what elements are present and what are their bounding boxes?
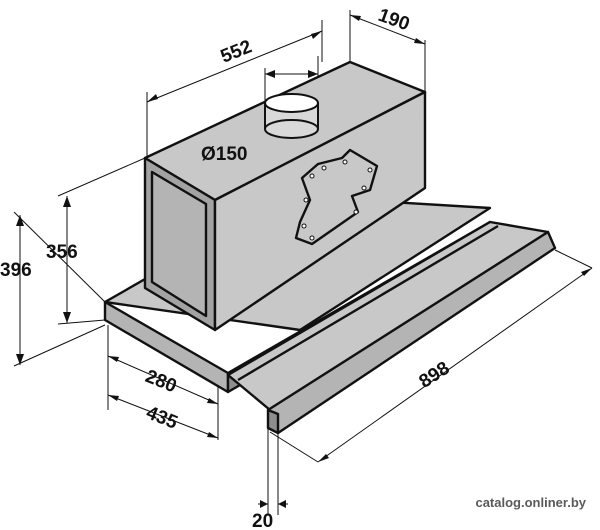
dim-depth-outer-label: 435 — [143, 402, 181, 434]
watermark: catalog.onliner.by — [469, 493, 592, 512]
hood-body — [103, 60, 557, 435]
dimension-lines — [16, 14, 593, 508]
dim-length-label: 898 — [416, 358, 454, 393]
dim-depth-top-label: 190 — [375, 5, 412, 36]
rivets — [301, 159, 373, 241]
dim-width-label: 552 — [218, 36, 255, 67]
dim-depth-inner-label: 280 — [142, 366, 179, 397]
duct-collar — [264, 93, 319, 139]
dim-front-label: 20 — [252, 511, 273, 530]
motor-box-front-inset — [150, 170, 208, 318]
dim-height-box-label: 356 — [46, 242, 78, 263]
access-plate — [294, 148, 379, 246]
dim-duct-label: Ø150 — [201, 144, 247, 165]
dim-height-total-label: 396 — [0, 260, 32, 281]
front-bar-end — [266, 408, 280, 435]
